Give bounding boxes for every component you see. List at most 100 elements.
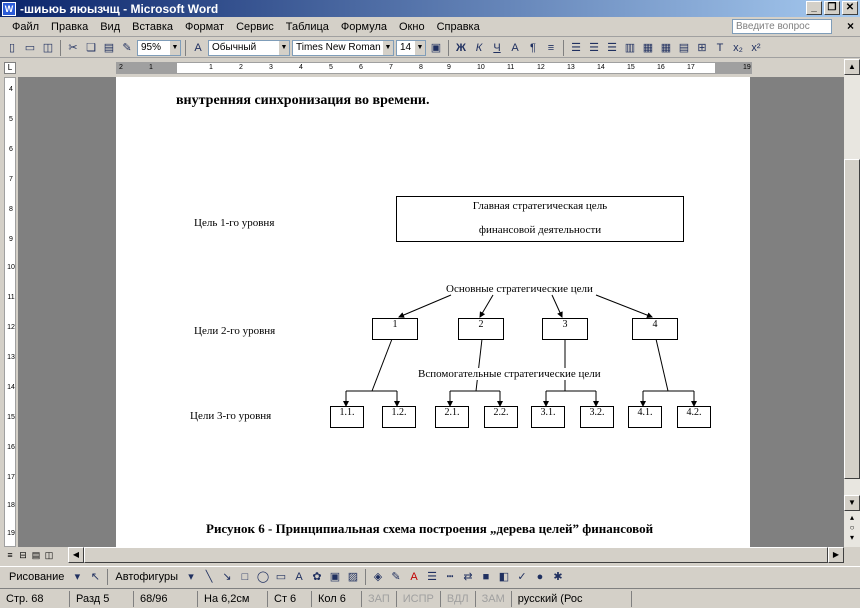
border-icon[interactable]: ⊞ xyxy=(697,41,707,54)
picture-icon[interactable]: ▣ xyxy=(430,41,442,54)
scroll-down-icon[interactable]: ▼ xyxy=(844,495,860,511)
document-page[interactable]: внутренняя синхронизация во времени. xyxy=(116,77,750,547)
vertical-scroll-thumb[interactable] xyxy=(844,159,860,479)
table-icon[interactable]: ▦ xyxy=(642,41,654,54)
font-color-button[interactable]: A xyxy=(511,41,519,54)
help-question-input[interactable]: Введите вопрос xyxy=(732,19,832,34)
align-right-icon[interactable]: ☰ xyxy=(607,41,617,54)
previous-page-icon[interactable]: ▴ xyxy=(849,513,854,522)
status-extend[interactable]: ВДЛ xyxy=(441,590,476,607)
arrow-tool-icon[interactable]: ↘ xyxy=(222,570,232,583)
menu-edit[interactable]: Правка xyxy=(51,20,89,33)
status-record[interactable]: ЗАП xyxy=(362,590,397,607)
horizontal-ruler[interactable]: 2 1 1 2 3 4 5 6 7 8 9 10 11 12 13 14 15 … xyxy=(116,62,752,74)
menu-view[interactable]: Вид xyxy=(100,20,121,33)
arrow-style-icon[interactable]: ⇄ xyxy=(463,570,473,583)
horizontal-scrollbar[interactable]: ◀ ▶ xyxy=(68,547,844,563)
subgoal-box-3-1[interactable]: 3.1. xyxy=(531,406,565,428)
select-objects-icon[interactable]: ↖ xyxy=(90,570,101,583)
copy-icon[interactable]: ❏ xyxy=(86,41,96,54)
style-select[interactable]: Обычный▼ xyxy=(208,39,290,56)
new-document-icon[interactable]: ▯ xyxy=(8,41,16,54)
normal-view-icon[interactable]: ≡ xyxy=(7,550,13,560)
paragraph-icon[interactable]: ¶ xyxy=(530,41,536,54)
next-page-icon[interactable]: ▾ xyxy=(849,533,854,542)
vertical-scrollbar[interactable]: ▲ ▼ ▴ ○ ▾ xyxy=(844,59,860,547)
align-center-icon[interactable]: ☰ xyxy=(589,41,599,54)
status-track-changes[interactable]: ИСПР xyxy=(397,590,441,607)
menu-insert[interactable]: Вставка xyxy=(132,20,174,33)
vertical-ruler[interactable]: 4 5 6 7 8 9 10 11 12 13 14 15 16 17 18 1… xyxy=(4,77,16,547)
restore-button[interactable]: ❐ xyxy=(824,1,840,15)
web-view-icon[interactable]: ⊟ xyxy=(19,550,27,560)
merge-cells-icon[interactable]: ▤ xyxy=(678,41,690,54)
subgoal-box-1-2[interactable]: 1.2. xyxy=(382,406,416,428)
columns-icon[interactable]: ▥ xyxy=(624,41,636,54)
main-goal-box[interactable]: Главная стратегическая цель финансовой д… xyxy=(396,196,684,242)
oval-tool-icon[interactable]: ◯ xyxy=(256,570,270,583)
goal-box-4[interactable]: 4 xyxy=(632,318,678,340)
align-left-icon[interactable]: ☰ xyxy=(571,41,581,54)
menu-help[interactable]: Справка xyxy=(436,20,480,33)
subgoal-box-1-1[interactable]: 1.1. xyxy=(330,406,364,428)
circle-tool-icon[interactable]: ● xyxy=(536,570,544,583)
reading-view-icon[interactable]: ◫ xyxy=(44,550,54,560)
subgoal-box-3-2[interactable]: 3.2. xyxy=(580,406,614,428)
browse-object-icon[interactable]: ○ xyxy=(849,523,855,532)
subgoal-box-2-1[interactable]: 2.1. xyxy=(435,406,469,428)
chevron-down-icon[interactable]: ▾ xyxy=(74,570,81,583)
font-size-select[interactable]: 14▼ xyxy=(396,39,426,56)
close-button[interactable]: ✕ xyxy=(842,1,858,15)
wordart-icon[interactable]: A xyxy=(295,570,303,583)
figure-caption[interactable]: Рисунок 6 - Принципиальная схема построе… xyxy=(206,521,654,536)
drawing-menu-button[interactable]: Рисование xyxy=(9,570,65,583)
word-app-icon[interactable]: W xyxy=(2,1,16,16)
spellcheck-icon[interactable]: ✓ xyxy=(517,570,527,583)
scroll-left-icon[interactable]: ◀ xyxy=(68,547,84,563)
menu-window[interactable]: Окно xyxy=(399,20,425,33)
justify-icon[interactable]: ≡ xyxy=(547,41,555,54)
subgoal-box-4-1[interactable]: 4.1. xyxy=(628,406,662,428)
superscript-icon[interactable]: x² xyxy=(751,41,761,54)
rectangle-tool-icon[interactable]: □ xyxy=(241,570,249,583)
chevron-down-icon[interactable]: ▾ xyxy=(188,570,194,583)
print-layout-icon[interactable]: ▤ xyxy=(31,550,41,560)
fill-color-icon[interactable]: ◈ xyxy=(373,570,383,583)
autoshapes-menu-button[interactable]: Автофигуры xyxy=(115,570,178,583)
print-preview-icon[interactable]: ◫ xyxy=(42,41,54,54)
minimize-button[interactable]: _ xyxy=(806,1,822,15)
line-color-icon[interactable]: ✎ xyxy=(391,570,401,583)
table-grid-icon[interactable]: ▦ xyxy=(660,41,672,54)
subgoal-box-2-2[interactable]: 2.2. xyxy=(484,406,518,428)
text-box-icon[interactable]: ▭ xyxy=(275,570,287,583)
line-style-icon[interactable]: ☰ xyxy=(427,570,437,583)
status-language[interactable]: русский (Рос xyxy=(512,590,632,607)
underline-button[interactable]: Ч xyxy=(493,41,501,54)
italic-button[interactable]: К xyxy=(475,41,483,54)
document-close-icon[interactable]: × xyxy=(846,19,854,33)
subgoal-box-4-2[interactable]: 4.2. xyxy=(677,406,711,428)
shadow-icon[interactable]: ■ xyxy=(482,570,490,583)
open-folder-icon[interactable]: ▭ xyxy=(24,41,36,54)
goal-box-1[interactable]: 1 xyxy=(372,318,418,340)
text-direction-icon[interactable]: T xyxy=(716,41,724,54)
goal-box-2[interactable]: 2 xyxy=(458,318,504,340)
insert-picture-icon[interactable]: ▨ xyxy=(347,570,359,583)
draw-font-color-icon[interactable]: A xyxy=(410,570,418,583)
line-tool-icon[interactable]: ╲ xyxy=(205,570,213,583)
menu-tools[interactable]: Сервис xyxy=(236,20,274,33)
menu-file[interactable]: Файл xyxy=(12,20,40,33)
menu-format[interactable]: Формат xyxy=(185,20,225,33)
paragraph-text[interactable]: внутренняя синхронизация во времени. xyxy=(176,93,430,108)
status-overtype[interactable]: ЗАМ xyxy=(476,590,512,607)
scroll-right-icon[interactable]: ▶ xyxy=(828,547,844,563)
subscript-icon[interactable]: x₂ xyxy=(733,41,743,54)
format-painter-icon[interactable]: ✎ xyxy=(122,41,132,54)
styles-pane-icon[interactable]: A xyxy=(194,41,202,54)
star-icon[interactable]: ✱ xyxy=(553,570,563,583)
diagram-icon[interactable]: ✿ xyxy=(312,570,322,583)
menu-table[interactable]: Таблица xyxy=(285,20,329,33)
cut-icon[interactable]: ✂ xyxy=(68,41,78,54)
clipart-icon[interactable]: ▣ xyxy=(329,570,341,583)
scroll-up-icon[interactable]: ▲ xyxy=(844,59,860,75)
